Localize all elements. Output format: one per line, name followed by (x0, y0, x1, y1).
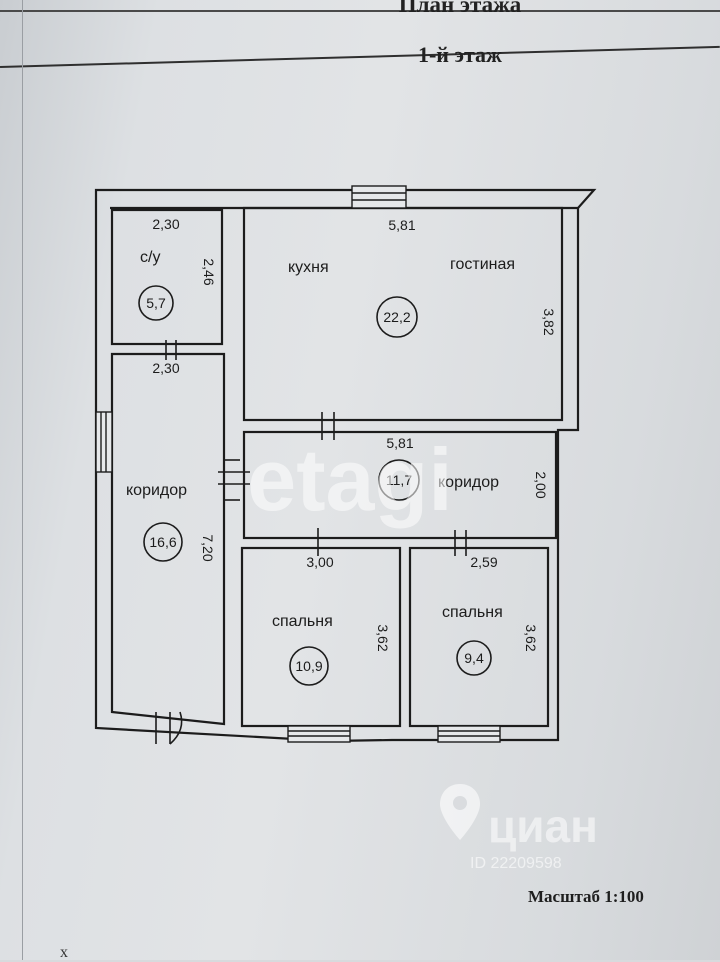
window-bedroom2 (437, 725, 501, 743)
area-circle-hall-left (143, 522, 183, 562)
area-bedroom2: 9,4 (464, 650, 484, 666)
area-hall-mid: 11,7 (386, 472, 412, 488)
area-circle-bathroom (138, 285, 174, 321)
room-label-bedroom2: спальня (442, 604, 503, 621)
room-label-hall-left: коридор (126, 482, 187, 499)
dim-bathroom-width-bottom: 2,30 (152, 360, 179, 376)
room-label-hall-mid: коридор (438, 474, 499, 491)
outer-wall-outer (94, 188, 597, 743)
dim-hall-mid-width: 5,81 (386, 435, 413, 451)
window-left-corridor (95, 411, 113, 473)
room-label-living: гостиная (450, 256, 515, 273)
dim-bathroom-length: 2,46 (201, 258, 217, 285)
room-label-bathroom: с/у (140, 249, 160, 266)
scale-label: Масштаб 1:100 (528, 887, 644, 906)
area-circle-living (376, 296, 418, 338)
window-bedroom1 (287, 725, 351, 743)
dim-bedroom2-width: 2,59 (470, 554, 497, 570)
area-living: 22,2 (383, 309, 410, 325)
floor-subtitle: 1-й этаж (417, 42, 503, 67)
header-rule-top (0, 10, 720, 12)
area-circle-hall-mid (378, 459, 420, 501)
middle-corridor-walls (242, 430, 558, 540)
room-label-kitchen: кухня (288, 259, 329, 276)
dim-bathroom-width: 2,30 (152, 216, 179, 232)
area-circle-bedroom2 (456, 640, 492, 676)
door-entrance (155, 711, 183, 745)
dim-living-length: 3,82 (541, 308, 557, 335)
left-corridor-walls (110, 352, 226, 726)
area-bathroom: 5,7 (146, 295, 166, 311)
window-top-living (351, 185, 407, 209)
bathroom-walls (110, 208, 224, 346)
watermark-etagi: etagi (247, 430, 452, 529)
area-hall-left: 16,6 (149, 534, 176, 550)
map-pin-icon (440, 784, 480, 840)
watermark-cian-id: ID 22209598 (470, 855, 562, 872)
door-kitchen (321, 412, 335, 440)
dim-bedroom1-width: 3,00 (306, 554, 333, 570)
dim-hall-mid-length: 2,00 (533, 471, 549, 498)
page-title: План этажа (398, 0, 522, 17)
room-label-bedroom1: спальня (272, 613, 333, 630)
door-bathroom (165, 340, 177, 360)
area-bedroom1: 10,9 (295, 658, 322, 674)
watermark-cian: циан (488, 800, 598, 852)
dim-living-width: 5,81 (388, 217, 415, 233)
page-left-margin-line (22, 0, 23, 960)
dim-hall-left-length: 7,20 (200, 534, 216, 561)
area-circle-bedroom1 (289, 646, 329, 686)
dim-bedroom2-length: 3,62 (523, 624, 539, 651)
door-bedroom2 (454, 530, 467, 556)
dim-bedroom1-length: 3,62 (375, 624, 391, 651)
corner-mark: х (60, 944, 68, 961)
door-hall-left (218, 459, 250, 501)
